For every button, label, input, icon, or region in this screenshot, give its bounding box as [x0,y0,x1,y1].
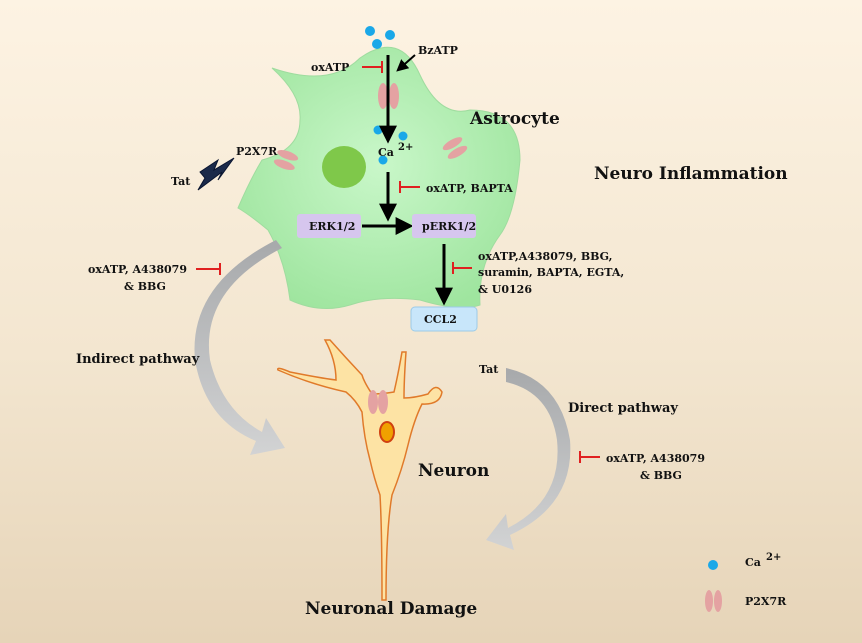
neuron-cell [277,339,443,601]
astrocyte-label: Astrocyte [469,109,560,129]
p2x7r-receptor-top [378,83,399,109]
calcium-ions-intracellular [373,125,408,165]
direct-pathway-label: Direct pathway [568,401,678,416]
neuron-nucleus [379,421,395,443]
legend-p2x7r-label: P2X7R [745,595,787,608]
legend-ca-label: Ca [745,556,761,569]
legend-p2x7r-icon [705,590,722,612]
arrow-bzatp [396,54,416,72]
perk-box [412,214,476,238]
inhibitor-oxatp-top [362,61,383,73]
direct-inhibitor-line2: & BBG [640,469,682,482]
inhibitor-direct [579,451,600,463]
tat-lightning-icon [197,157,235,191]
indirect-inhibitor-line2: & BBG [124,280,166,293]
neuronal-damage-label: Neuronal Damage [305,599,477,619]
direct-inhibitor-line1: oxATP, A438079 [606,452,705,465]
indirect-pathway-arrow [194,240,285,455]
erk-box [297,214,361,238]
inhibitor-oxatp-bapta [399,181,420,193]
indirect-inhibitor-line1: oxATP, A438079 [88,263,187,276]
tat-left-label: Tat [171,175,191,188]
legend-ca-superscript: 2+ [766,552,781,563]
ca-superscript: 2+ [398,142,413,153]
oxatp-bapta-label: oxATP, BAPTA [426,182,513,195]
neuro-inflammation-label: Neuro Inflammation [594,164,788,184]
direct-pathway-arrow [486,368,571,550]
bzatp-label: BzATP [418,44,458,57]
p2x7r-cell-label: P2X7R [236,145,278,158]
p2x7r-receptor-left [273,149,299,171]
ccl2-box [410,306,478,332]
inhibitor-list-line2: suramin, BAPTA, EGTA, [478,266,624,279]
astrocyte-nucleus [322,146,366,188]
p2x7r-receptor-right [442,137,468,159]
perk-label: pERK1/2 [422,220,476,233]
erk-label: ERK1/2 [309,220,355,233]
inhibitor-list-line1: oxATP,A438079, BBG, [478,250,612,263]
ccl2-label: CCL2 [424,313,457,326]
oxatp-top-label: oxATP [311,61,349,74]
legend-calcium-icon [708,560,718,570]
inhibitor-list-line3: & U0126 [478,283,532,296]
inhibitor-perk-ccl2 [452,262,472,274]
p2x7r-receptor-neuron [368,390,388,414]
inhibitor-indirect [196,263,221,275]
ca-label: Ca [378,146,394,159]
tat-right-label: Tat [479,363,499,376]
indirect-pathway-label: Indirect pathway [76,352,200,367]
calcium-ions-extracellular [365,26,395,49]
neuron-label: Neuron [418,461,489,481]
